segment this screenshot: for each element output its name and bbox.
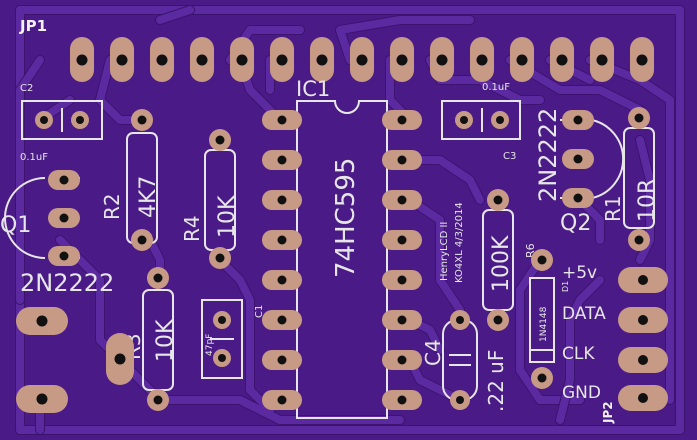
c4-capacitor: C4 .22 uF (421, 310, 508, 412)
q1-transistor: Q1 2N2222 (0, 170, 114, 297)
credit-line-2: KO4XL 4/3/2014 (454, 202, 465, 283)
jp1-pad (270, 37, 294, 82)
ic1-pin (382, 270, 422, 290)
ic1-pin (382, 190, 422, 210)
jp1-pad (70, 37, 94, 82)
c2-label: C2 (20, 83, 33, 94)
jp1-pad (190, 37, 214, 82)
ic1-pin (262, 390, 302, 410)
d1-part: 1N4148 (539, 306, 549, 342)
r4-resistor: R4 10K (180, 129, 240, 269)
ic1-pin (382, 390, 422, 410)
r4-label: R4 (180, 215, 204, 242)
ic1-pin (382, 150, 422, 170)
jp1-pad (310, 37, 334, 82)
r2-resistor: R2 4K7 (100, 109, 161, 251)
ic1-part: 74HC595 (331, 158, 361, 278)
c2-capacitor: C2 0.1uF (20, 83, 103, 163)
r6-value: 100K (489, 235, 514, 292)
ic1-pin (382, 230, 422, 250)
c4-label: C4 (421, 339, 445, 366)
mount-pad (106, 333, 134, 385)
jp1-pad (390, 37, 414, 82)
pin-5v-label: +5v (562, 263, 597, 283)
jp2-pad (618, 307, 668, 333)
ic1-pin (262, 350, 302, 370)
ic1-label: IC1 (296, 77, 330, 101)
jp1-label: JP1 (19, 17, 47, 35)
r2-label: R2 (100, 193, 124, 220)
ic1-chip: IC1 74HC595 (262, 77, 422, 419)
r1-resistor: R1 10R (601, 107, 660, 251)
pin-data-label: DATA (562, 304, 606, 324)
mount-pad (16, 307, 68, 335)
c4-value: .22 uF (484, 350, 508, 412)
ic1-pin (262, 310, 302, 330)
jp2-pad (618, 385, 668, 411)
r3-value: 10K (153, 319, 178, 362)
jp1-pad (430, 37, 454, 82)
q2-label: Q2 (560, 211, 591, 236)
r2-value: 4K7 (136, 176, 161, 218)
ic1-pin (262, 230, 302, 250)
left-mounting-pads (16, 307, 134, 413)
q2-part: 2N2222 (534, 108, 562, 202)
q1-label: Q1 (0, 213, 31, 238)
jp1-pad (350, 37, 374, 82)
pin-gnd-label: GND (562, 383, 601, 403)
jp1-pad (550, 37, 574, 82)
jp2-pad (618, 267, 668, 293)
r6-resistor: 100K R6 (482, 189, 537, 331)
q2-transistor: 2N2222 Q2 (534, 108, 625, 236)
c1-capacitor: 47pF C1 (201, 299, 265, 379)
ic1-pin (262, 150, 302, 170)
c3-label: C3 (503, 151, 516, 162)
ic1-pin (382, 350, 422, 370)
jp1-pad (510, 37, 534, 82)
jp1-pad (150, 37, 174, 82)
pin-clk-label: CLK (562, 344, 595, 364)
jp1-pad (110, 37, 134, 82)
c1-value: 47pF (205, 334, 215, 356)
ic1-pin (262, 110, 302, 130)
c2-value: 0.1uF (20, 152, 48, 163)
c1-label: C1 (254, 305, 265, 318)
jp1-pad (230, 37, 254, 82)
ic1-pin (382, 110, 422, 130)
ic1-pin (262, 270, 302, 290)
c3-capacitor: 0.1uF C3 (441, 82, 521, 162)
jp2-header: +5v DATA CLK GND JP2 (562, 263, 668, 424)
mount-pad (16, 385, 68, 413)
r1-value: 10R (635, 179, 660, 222)
r4-value: 10K (215, 195, 240, 238)
c3-value: 0.1uF (482, 82, 510, 93)
d1-diode: 1N4148 D1 (529, 249, 570, 389)
jp1-header: JP1 (19, 17, 654, 82)
jp2-label: JP2 (601, 401, 615, 424)
jp2-pad (618, 347, 668, 373)
credit-line-1: HenryLCD II (439, 222, 450, 281)
r1-label: R1 (601, 195, 625, 222)
jp1-pad (630, 37, 654, 82)
q1-part: 2N2222 (20, 269, 114, 297)
d1-label: D1 (561, 281, 570, 292)
ic1-pin (382, 310, 422, 330)
jp1-pad (590, 37, 614, 82)
jp1-pad (470, 37, 494, 82)
ic1-pin (262, 190, 302, 210)
